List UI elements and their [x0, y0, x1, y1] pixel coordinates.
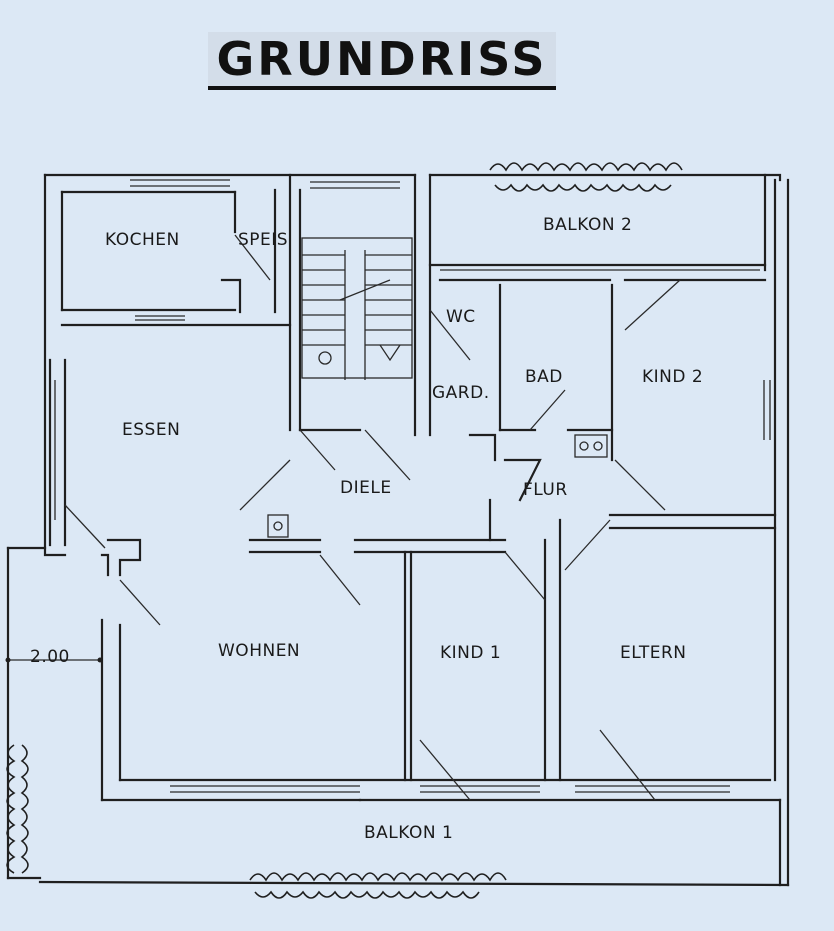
room-label-eltern: ELTERN — [620, 643, 687, 663]
dimension-label: 2.00 — [30, 647, 70, 667]
interior-walls — [48, 173, 777, 782]
room-label-bad: BAD — [525, 367, 563, 387]
room-label-balkon-1: BALKON 1 — [364, 823, 453, 843]
room-label-flur: FLUR — [523, 480, 568, 500]
shrub-top — [489, 162, 683, 192]
room-label-kochen: KOCHEN — [105, 230, 180, 250]
staircase — [301, 237, 413, 380]
room-label-wc: WC — [446, 307, 476, 327]
plan-title: GRUNDRISS — [208, 32, 556, 90]
room-label-kind-2: KIND 2 — [642, 367, 703, 387]
room-label-kind-1: KIND 1 — [440, 643, 501, 663]
dimension-line: 2.00 — [5, 647, 103, 667]
room-label-diele: DIELE — [340, 478, 392, 498]
windows — [54, 179, 771, 793]
room-label-essen: ESSEN — [122, 420, 180, 440]
room-label-speis: SPEIS — [238, 230, 288, 250]
shrub-bottom — [249, 872, 507, 899]
fixtures — [267, 434, 608, 538]
room-label-balkon-2: BALKON 2 — [543, 215, 632, 235]
room-label-gard: GARD. — [432, 383, 490, 403]
room-label-wohnen: WOHNEN — [218, 641, 300, 661]
outer-walls — [6, 173, 790, 887]
door-swings — [64, 234, 681, 801]
shrub-left — [6, 744, 29, 874]
